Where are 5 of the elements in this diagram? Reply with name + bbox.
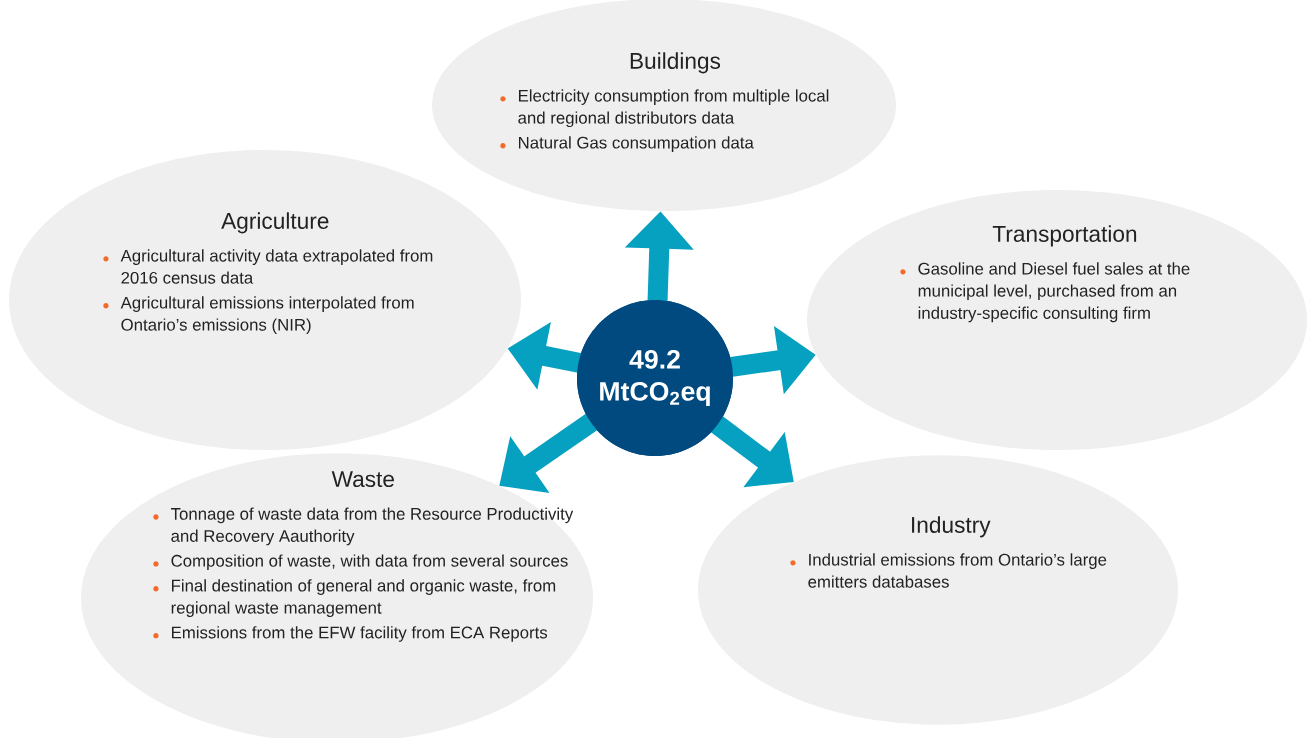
ellipse-card: Industry Industrial emissions from Ontario’s large emitters databases: [698, 455, 1178, 725]
ellipse-card: Agriculture Agricultural activity data extrapolated from 2016 census data Agricultural emissions interpolated from Ontario’s emissions (NIR): [9, 150, 521, 450]
ellipse-card: Buildings Electricity consumption from multiple local and regional distributors data Natural Gas consumpation data: [432, 0, 896, 211]
ellipse-card: Transportation Gasoline and Diesel fuel sales at the municipal level, purchased from an industry-specific consulting firm: [807, 190, 1307, 450]
ellipse-card: Waste Tonnage of waste data from the Resource Productivity and Recovery Aauthority Composition of waste, with data from several sources Final destination of general and organic waste, from regional waste management Emissions from the EFW facility from ECA Reports: [81, 453, 593, 738]
